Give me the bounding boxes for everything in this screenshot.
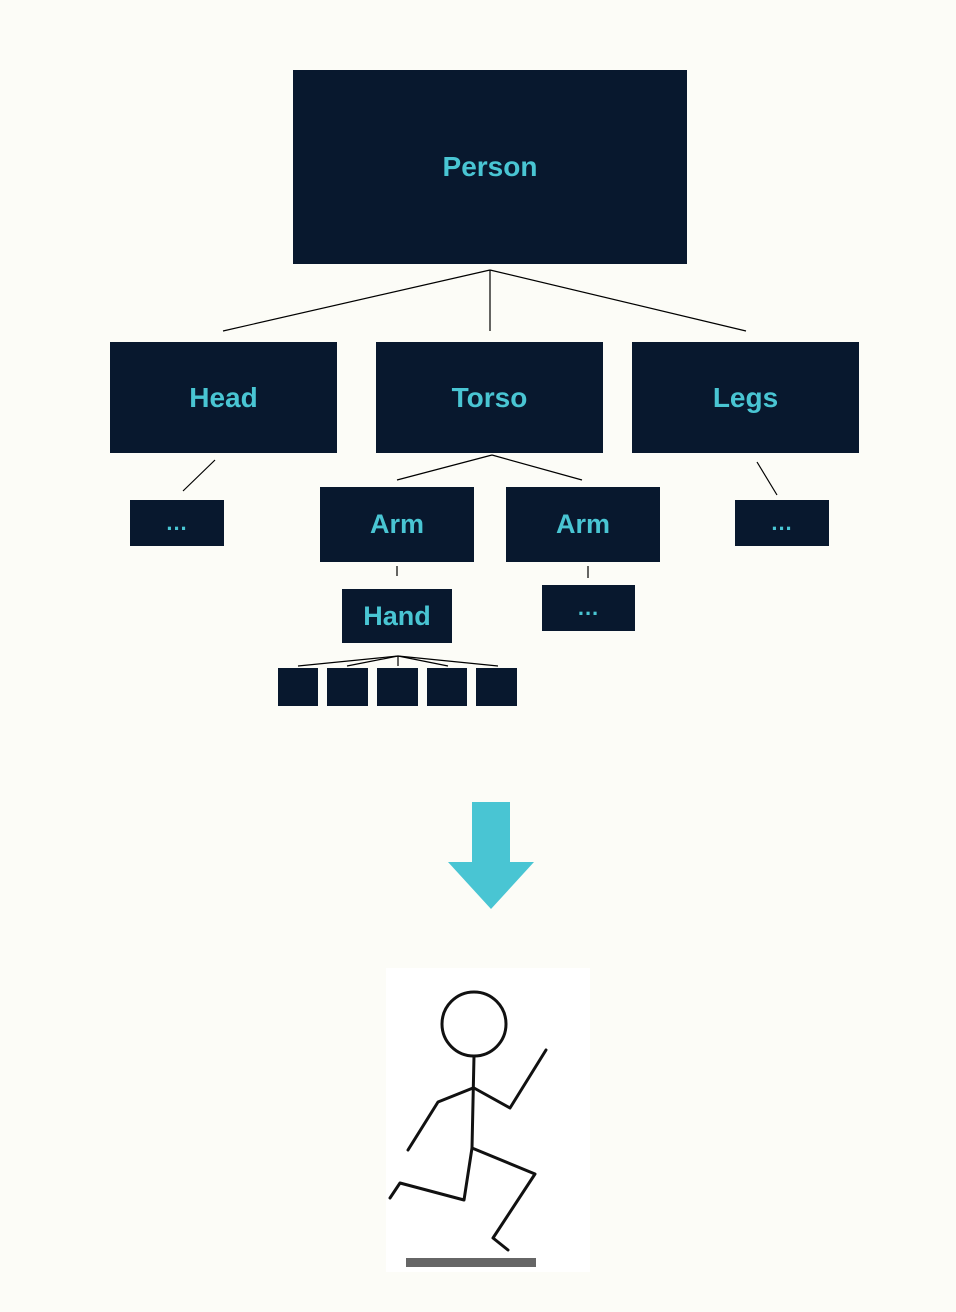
node-legs: Legs — [632, 342, 859, 453]
node-person: Person — [293, 70, 687, 264]
figure-right-arm — [472, 1048, 548, 1110]
node-right-arm-label: Arm — [555, 509, 610, 539]
node-legs-label: Legs — [712, 381, 779, 413]
connector-torso-right-arm — [491, 454, 583, 481]
node-legs-child-label: ... — [771, 510, 793, 535]
node-finger-3 — [377, 668, 418, 706]
node-hand-label: Hand — [363, 600, 431, 631]
figure-left-arm — [406, 1086, 475, 1152]
figure-neck-body — [470, 1054, 476, 1150]
connector-head-child — [182, 459, 216, 492]
node-right-arm-child: ... — [542, 585, 635, 631]
node-left-arm-label: Arm — [369, 509, 424, 539]
connector-legs-child — [756, 461, 778, 496]
down-arrow-shape — [448, 802, 534, 909]
node-head-label: Head — [189, 381, 258, 413]
figure-head — [440, 990, 508, 1058]
connector-person-head — [222, 269, 491, 332]
figure-right-leg — [470, 1146, 537, 1252]
figure-left-leg — [388, 1146, 474, 1202]
node-right-arm: Arm — [506, 487, 660, 562]
node-finger-4 — [427, 668, 467, 706]
node-torso: Torso — [376, 342, 603, 453]
connector-torso-left-arm — [396, 454, 493, 481]
node-right-arm-child-label: ... — [577, 595, 600, 620]
node-finger-5 — [476, 668, 517, 706]
figure-ground — [406, 1258, 536, 1267]
node-finger-1 — [278, 668, 318, 706]
node-finger-2 — [327, 668, 368, 706]
node-head-child-label: ... — [166, 510, 188, 535]
node-legs-child: ... — [735, 500, 829, 546]
connector-hand-finger-5 — [397, 655, 499, 667]
node-left-arm: Arm — [320, 487, 474, 562]
node-head: Head — [110, 342, 337, 453]
node-torso-label: Torso — [451, 381, 528, 413]
node-hand: Hand — [342, 589, 452, 643]
connector-hand-finger-2 — [346, 655, 399, 667]
node-head-child: ... — [130, 500, 224, 546]
connector-person-legs — [489, 269, 747, 332]
connector-hand-finger-1 — [297, 655, 399, 667]
node-person-label: Person — [442, 151, 538, 182]
connector-hand-finger-4 — [397, 655, 449, 667]
